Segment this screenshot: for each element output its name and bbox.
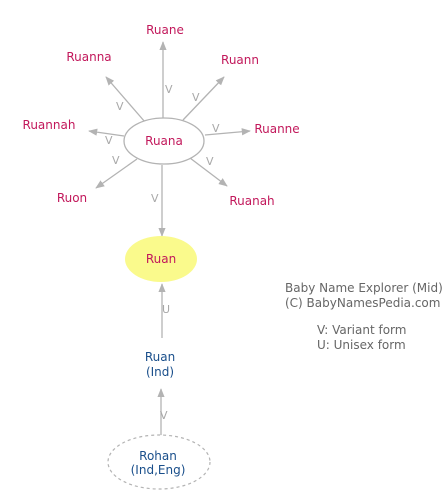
center-node[interactable] — [123, 117, 205, 165]
edge-label-ruann: V — [192, 91, 200, 104]
variant-ruane[interactable]: Ruane — [146, 23, 184, 37]
variant-ruanne[interactable]: Ruanne — [254, 122, 299, 136]
focus-node[interactable] — [125, 236, 197, 282]
center-node-label: Ruana — [145, 134, 183, 148]
edge-ruana-ruanah — [189, 157, 228, 187]
edge-ruana-ruann — [182, 76, 225, 121]
legend-variant: V: Variant form — [317, 323, 407, 337]
edge-ruana-ruanne — [204, 128, 251, 136]
legend-unisex: U: Unisex form — [317, 338, 406, 352]
focus-node-label: Ruan — [146, 252, 176, 266]
edge-label-ruanna: V — [116, 100, 124, 113]
variant-ruon[interactable]: Ruon — [57, 191, 87, 205]
info-title: Baby Name Explorer (Mid) — [285, 281, 443, 295]
edge-label-ruanne: V — [212, 122, 220, 135]
variant-ruann[interactable]: Ruann — [221, 53, 259, 67]
edge-label-ruana-ruan: V — [151, 192, 159, 205]
edge-label-origin-ruan: U — [162, 303, 170, 316]
edge-label-ruane: V — [165, 83, 173, 96]
edge-ruana-ruon — [95, 158, 138, 189]
origin-node-ruan-ind[interactable]: Ruan (Ind) — [145, 350, 175, 379]
edge-label-ruon: V — [112, 154, 120, 167]
origin-ruan-name: Ruan — [145, 350, 175, 364]
root-node-lang: (Ind,Eng) — [131, 463, 186, 477]
edge-label-ruanah: V — [206, 155, 214, 168]
variant-ruannah[interactable]: Ruannah — [23, 118, 76, 132]
edge-label-ruannah: V — [105, 134, 113, 147]
edge-ruana-ruannah — [88, 128, 125, 137]
origin-ruan-lang: (Ind) — [146, 365, 174, 379]
edge-label-rohan: V — [160, 409, 168, 422]
variant-ruanah[interactable]: Ruanah — [229, 194, 274, 208]
edge-ruana-ruanna — [105, 76, 146, 123]
root-node-name: Rohan — [139, 449, 177, 463]
variant-ruanna[interactable]: Ruanna — [66, 50, 111, 64]
root-node[interactable] — [107, 434, 211, 490]
info-copyright: (C) BabyNamesPedia.com — [285, 296, 441, 310]
